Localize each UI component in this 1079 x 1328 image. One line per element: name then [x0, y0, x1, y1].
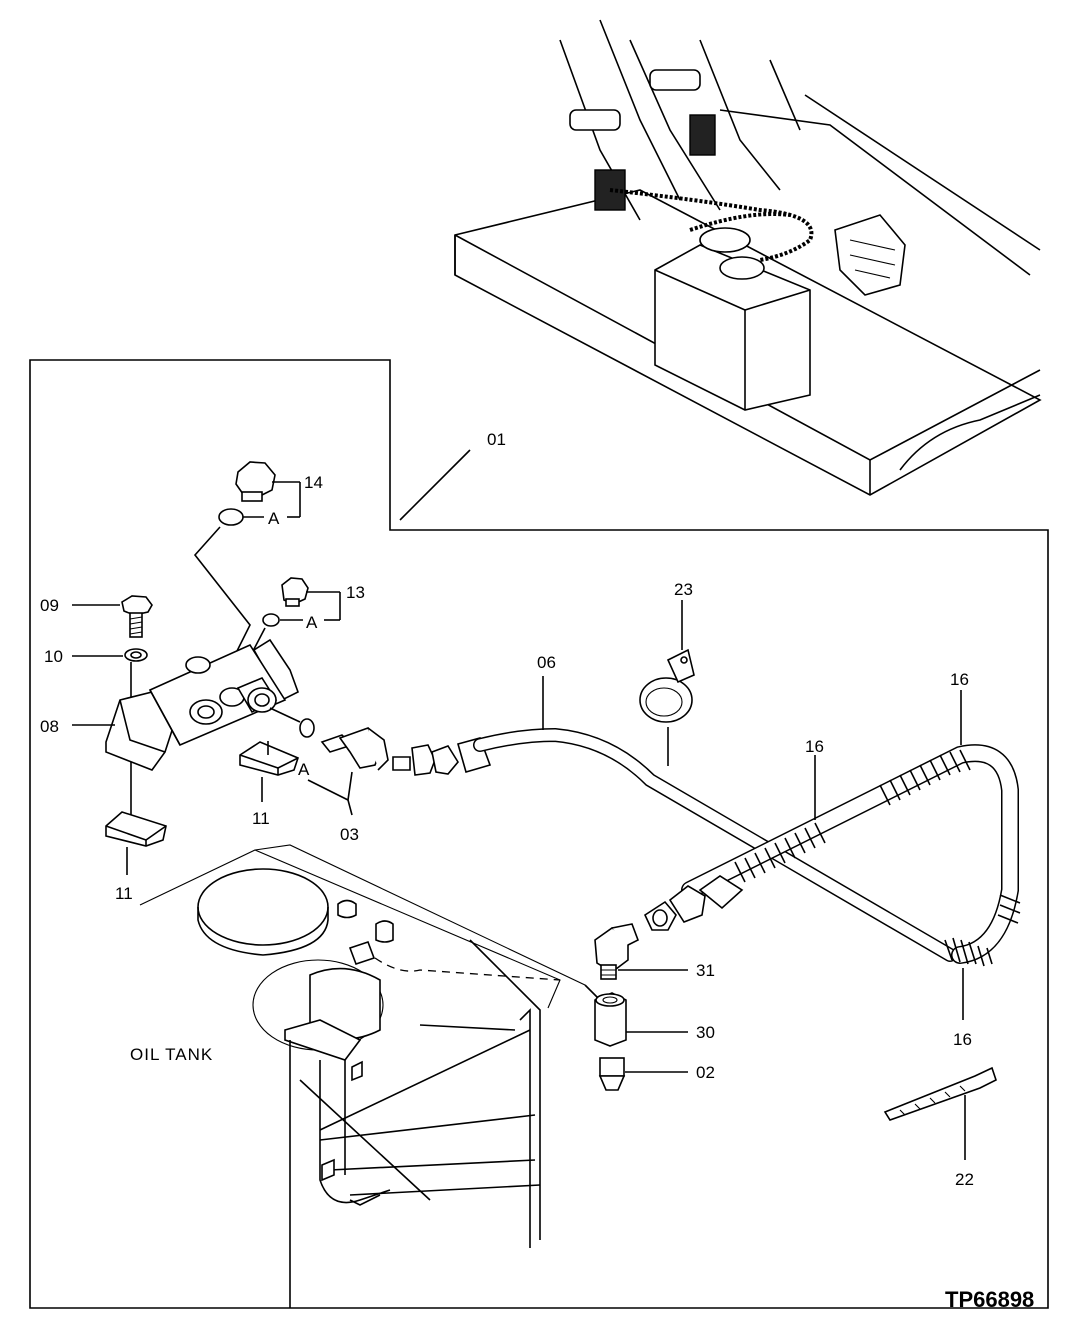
- clamp-23: [639, 648, 695, 723]
- cable-tie-22: [883, 1066, 997, 1121]
- elbow-03: [320, 727, 389, 771]
- callout-02: 02: [696, 1063, 715, 1082]
- callout-11-left: 11: [115, 884, 133, 903]
- fitting-02: [598, 1057, 626, 1091]
- callout-03: 03: [340, 825, 359, 844]
- elbow-31: [594, 923, 640, 980]
- callout-11-right: 11: [252, 809, 270, 828]
- callout-23: 23: [674, 580, 693, 599]
- plug-13: [281, 577, 309, 607]
- callout-31: 31: [696, 961, 715, 980]
- drawing-id: TP66898: [945, 1287, 1034, 1312]
- oil-tank: [139, 844, 586, 1308]
- section-mark-a-14: A: [268, 509, 280, 528]
- callout-22: 22: [955, 1170, 974, 1189]
- callout-16-a: 16: [950, 670, 969, 689]
- o-ring-03: [299, 718, 315, 738]
- callout-06: 06: [537, 653, 556, 672]
- callout-30: 30: [696, 1023, 715, 1042]
- callout-14: 14: [304, 473, 323, 492]
- callout-01: 01: [487, 430, 506, 449]
- plug-14: [235, 461, 276, 502]
- o-ring-13: [262, 613, 280, 627]
- callout-09: 09: [40, 596, 59, 615]
- callout-08: 08: [40, 717, 59, 736]
- pad-11-left: [105, 811, 167, 847]
- bolt-09: [121, 595, 153, 638]
- machine-overview: [454, 19, 1042, 496]
- o-ring-14: [218, 508, 244, 526]
- section-mark-a-03: A: [298, 760, 310, 779]
- callout-13: 13: [346, 583, 365, 602]
- hose-16: [643, 744, 1021, 967]
- pad-11-right: [239, 741, 299, 776]
- valve-block: [148, 643, 287, 747]
- oil-tank-label: OIL TANK: [130, 1045, 213, 1064]
- detail-frame: [29, 359, 1049, 1309]
- callout-16-b: 16: [805, 737, 824, 756]
- hose-06: [392, 727, 957, 962]
- callout-16-c: 16: [953, 1030, 972, 1049]
- section-mark-a-13: A: [306, 613, 318, 632]
- bracket-08: [105, 638, 299, 771]
- adapter-30: [594, 992, 627, 1047]
- callout-10: 10: [44, 647, 63, 666]
